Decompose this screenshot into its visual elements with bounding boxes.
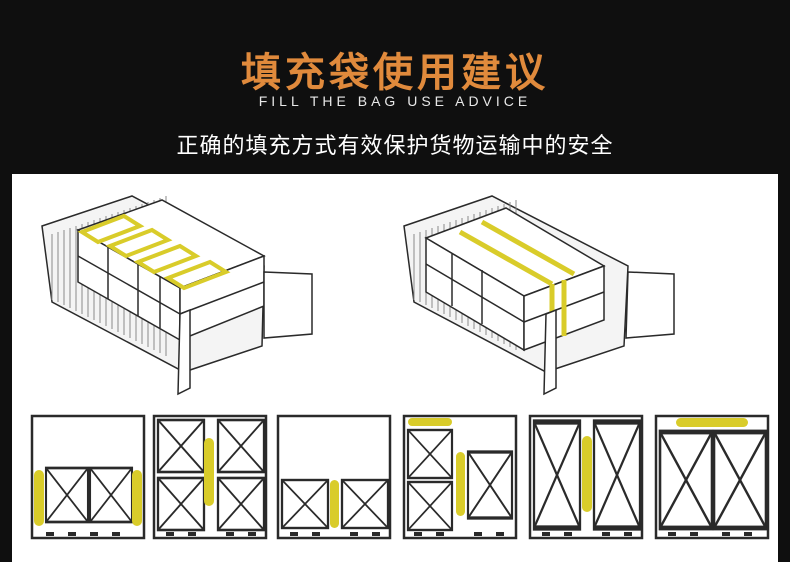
container-illustration-1: [41, 195, 313, 396]
diagram-2: [152, 414, 268, 540]
illustration-panel: [12, 174, 778, 562]
diagram-5: [528, 414, 644, 540]
diagram-1: [30, 414, 146, 540]
diagram-6: [654, 414, 770, 540]
diagram-3: [276, 414, 392, 540]
english-subtitle: FILL THE BAG USE ADVICE: [258, 93, 532, 109]
diagram-4: [402, 414, 518, 540]
page-title: 填充袋使用建议: [241, 50, 549, 96]
container-illustration-2: [403, 195, 675, 396]
tagline: 正确的填充方式有效保护货物运输中的安全: [176, 134, 614, 159]
